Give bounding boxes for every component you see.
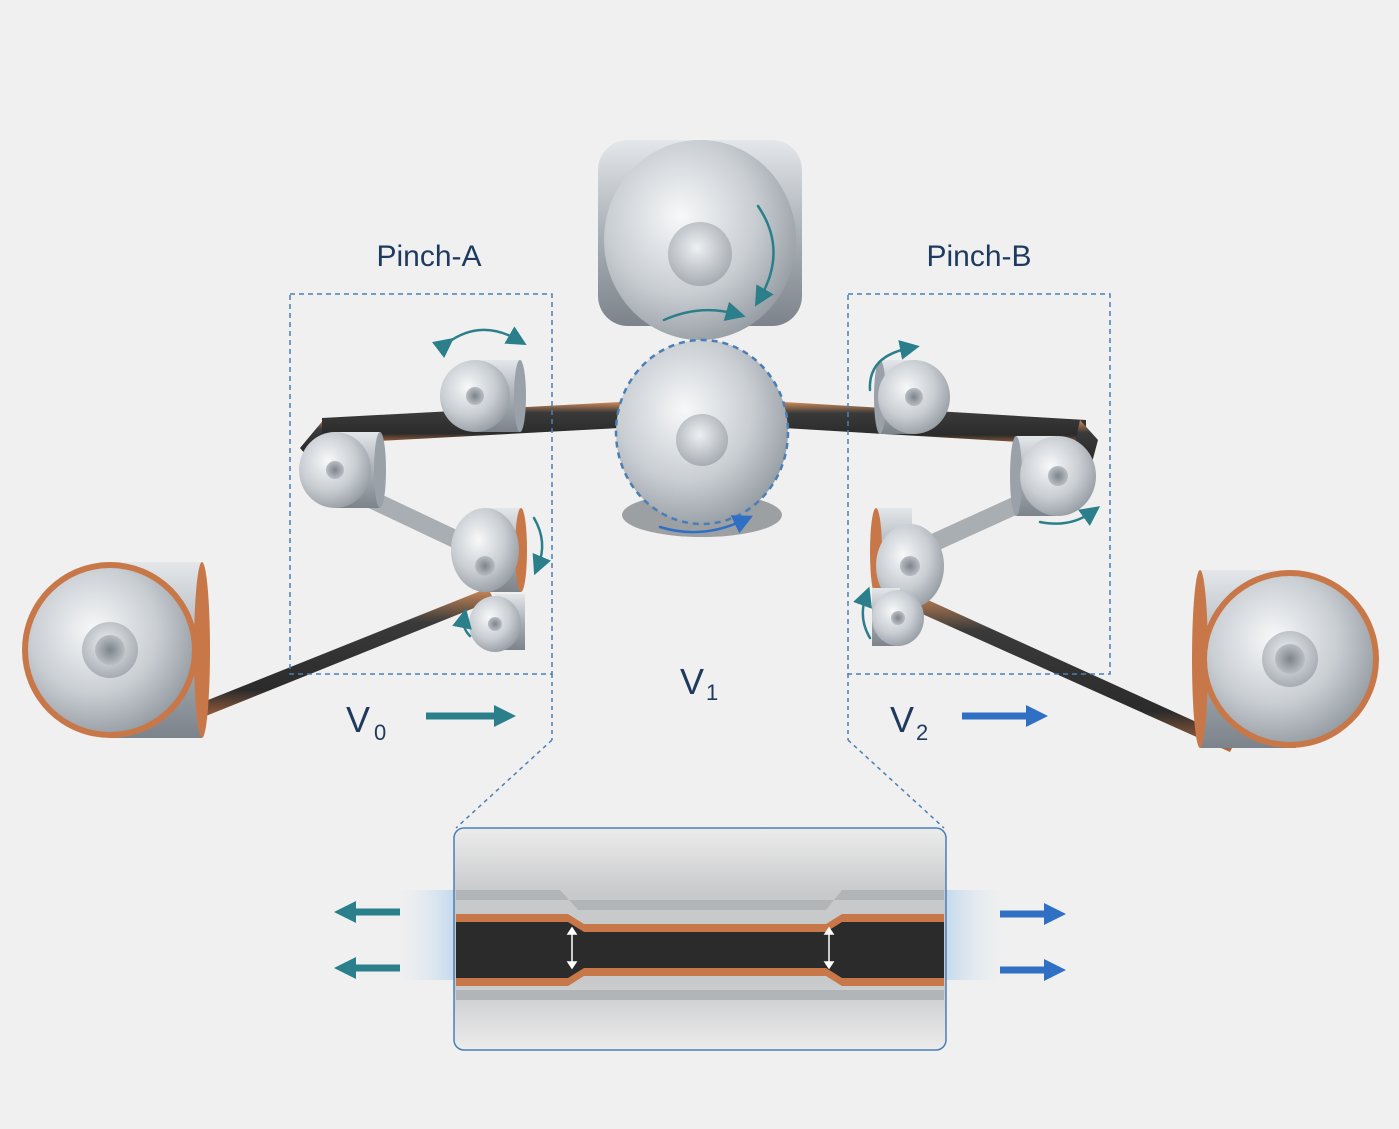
thickness-detail-inset — [390, 827, 1010, 1051]
zoom-line-left-diagonal — [455, 739, 553, 829]
pinch-a-rollers — [299, 360, 527, 652]
pinch-a-upper-roller — [440, 360, 526, 432]
lower-work-roll — [614, 338, 790, 526]
strip-segment-left-coil — [178, 588, 494, 724]
pinch-a-backup-roller — [469, 594, 525, 652]
arrow-head — [1044, 959, 1066, 981]
upper-work-roll — [598, 140, 802, 340]
pinch-a-label: Pinch-A — [376, 240, 481, 273]
pinch-b-upper-roller — [874, 360, 950, 434]
pinch-b-lower-roller — [870, 508, 944, 608]
pinch-b-right-roller — [1010, 436, 1096, 516]
arrow-head — [494, 705, 516, 727]
velocity-v1: V 1 — [680, 661, 718, 705]
velocity-v0: V 0 — [346, 699, 516, 745]
main-roll-stand — [598, 140, 802, 537]
curved-arrow-icon — [532, 516, 552, 576]
pinch-b-rollers — [870, 360, 1096, 646]
arrow-head — [1026, 705, 1048, 727]
arrow-head — [1044, 903, 1066, 925]
tension-glow-left — [390, 890, 456, 980]
pinch-b-backup-roller — [872, 588, 924, 646]
curved-arrow-icon — [452, 608, 472, 638]
roll-gap-highlight — [614, 338, 790, 526]
curved-arrow-icon — [1038, 506, 1101, 526]
velocity-v1-symbol: V — [680, 661, 704, 702]
tension-arrows-left — [334, 901, 400, 979]
curved-arrow-icon — [662, 301, 746, 322]
zoom-line-right-diagonal — [847, 739, 945, 829]
pinch-a-left-roller — [299, 432, 386, 508]
curved-arrow-icon — [431, 326, 527, 359]
pinch-a-lower-roller — [451, 508, 527, 592]
curved-arrow-icon — [754, 204, 775, 307]
double-headed-arrow-icon — [823, 926, 835, 970]
velocity-v0-subscript: 0 — [374, 720, 386, 745]
curved-arrow-icon — [853, 586, 872, 640]
pinch-a-frame — [289, 293, 553, 675]
velocity-v2: V 2 — [890, 699, 1048, 745]
velocity-v1-subscript: 1 — [706, 680, 718, 705]
velocity-v0-symbol: V — [346, 699, 370, 740]
arrow-head — [334, 901, 356, 923]
rotation-arrows — [431, 204, 1101, 640]
left-coil — [22, 562, 210, 738]
velocity-v2-subscript: 2 — [916, 720, 928, 745]
arrow-head — [334, 957, 356, 979]
velocity-v2-symbol: V — [890, 699, 914, 740]
pinch-b-frame — [847, 293, 1111, 675]
strip-core — [456, 922, 944, 978]
lower-roll-edge — [456, 990, 944, 1000]
curved-arrow-icon — [658, 515, 754, 534]
pinch-b-label: Pinch-B — [926, 240, 1031, 273]
curved-arrow-icon — [868, 340, 920, 392]
strip-segment-right-coil — [900, 590, 1236, 752]
upper-roll-edge — [456, 890, 944, 910]
tension-arrows-right — [1000, 903, 1066, 981]
tension-glow-right — [944, 890, 1010, 980]
strip-segment-right-turn — [1074, 420, 1098, 470]
double-headed-arrow-icon — [566, 926, 578, 970]
right-coil — [1192, 570, 1379, 748]
